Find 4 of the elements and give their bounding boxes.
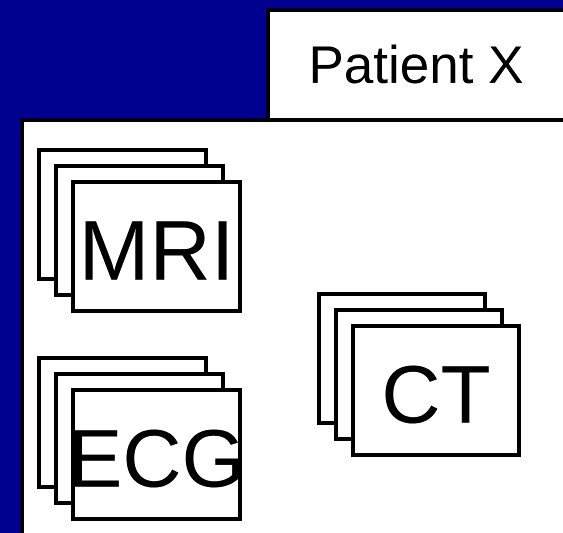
document-stack: CT: [317, 292, 521, 457]
node-label: Patient X: [312, 44, 522, 84]
document-stack: ECG: [37, 356, 242, 521]
document-stack: MRI: [37, 148, 242, 313]
